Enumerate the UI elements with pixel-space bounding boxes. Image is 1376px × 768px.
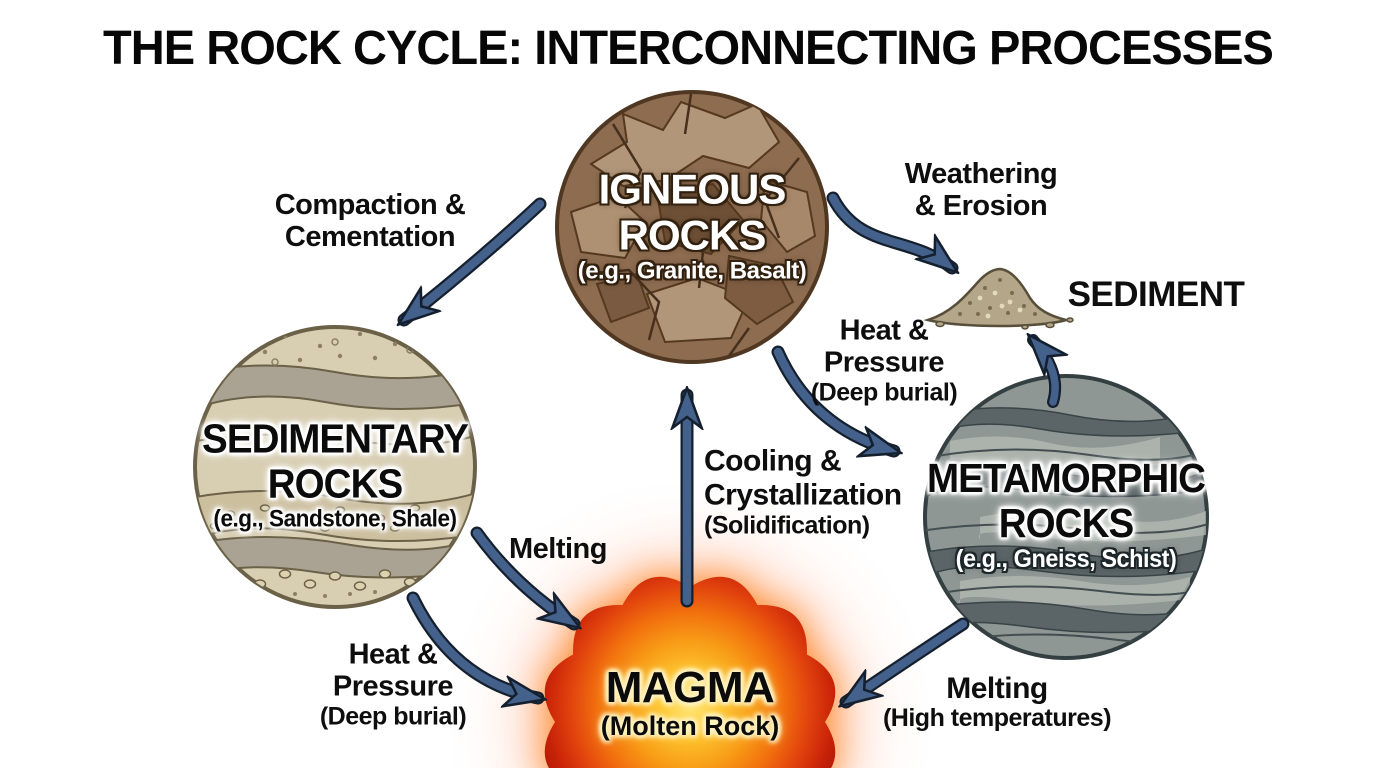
metamorphic-label: METAMORPHIC ROCKS (e.g., Gneiss, Schist) xyxy=(927,455,1206,574)
page-title: THE ROCK CYCLE: INTERCONNECTING PROCESSE… xyxy=(103,22,1274,75)
magma-label: MAGMA (Molten Rock) xyxy=(600,662,780,742)
sediment-label: SEDIMENT xyxy=(1067,274,1245,315)
compaction-cementation-label: Compaction & Cementation xyxy=(274,189,466,253)
igneous-name-line2: ROCKS xyxy=(618,211,767,259)
metamorphic-name-line2: ROCKS xyxy=(998,500,1134,547)
magma-examples: (Molten Rock) xyxy=(600,711,780,742)
magma-shape xyxy=(544,576,836,768)
sedimentary-rock-circle xyxy=(193,325,477,609)
heat-pressure-left-label: Heat & Pressure (Deep burial) xyxy=(319,638,467,731)
igneous-rock-circle xyxy=(555,90,829,364)
sedimentary-texture xyxy=(195,331,475,598)
cooling-crystallization-label: Cooling & Crystallization (Solidificatio… xyxy=(704,444,902,540)
metamorphic-examples: (e.g., Gneiss, Schist) xyxy=(955,545,1177,574)
sediment-pile xyxy=(923,267,1074,330)
melting-high-temp-label: Melting (High temperatures) xyxy=(882,671,1112,732)
weathering-erosion-label: Weathering & Erosion xyxy=(904,158,1058,222)
igneous-examples: (e.g., Granite, Basalt) xyxy=(577,257,807,285)
heat-pressure-right-label: Heat & Pressure (Deep burial) xyxy=(810,314,958,407)
igneous-label: IGNEOUS ROCKS (e.g., Granite, Basalt) xyxy=(577,165,807,286)
sedimentary-label: SEDIMENTARY ROCKS (e.g., Sandstone, Shal… xyxy=(202,415,469,534)
sedimentary-name-line1: SEDIMENTARY xyxy=(202,415,469,462)
magma-blob xyxy=(544,576,836,768)
igneous-name-line1: IGNEOUS xyxy=(598,165,787,213)
melting-left-label: Melting xyxy=(509,533,608,566)
metamorphic-rock-circle xyxy=(923,374,1209,660)
sedimentary-examples: (e.g., Sandstone, Shale) xyxy=(213,505,457,533)
metamorphic-name-line1: METAMORPHIC xyxy=(927,455,1206,502)
igneous-texture xyxy=(569,93,817,357)
sediment-name: SEDIMENT xyxy=(1067,274,1245,314)
sedimentary-name-line2: ROCKS xyxy=(267,460,403,507)
magma-name: MAGMA xyxy=(605,662,775,712)
